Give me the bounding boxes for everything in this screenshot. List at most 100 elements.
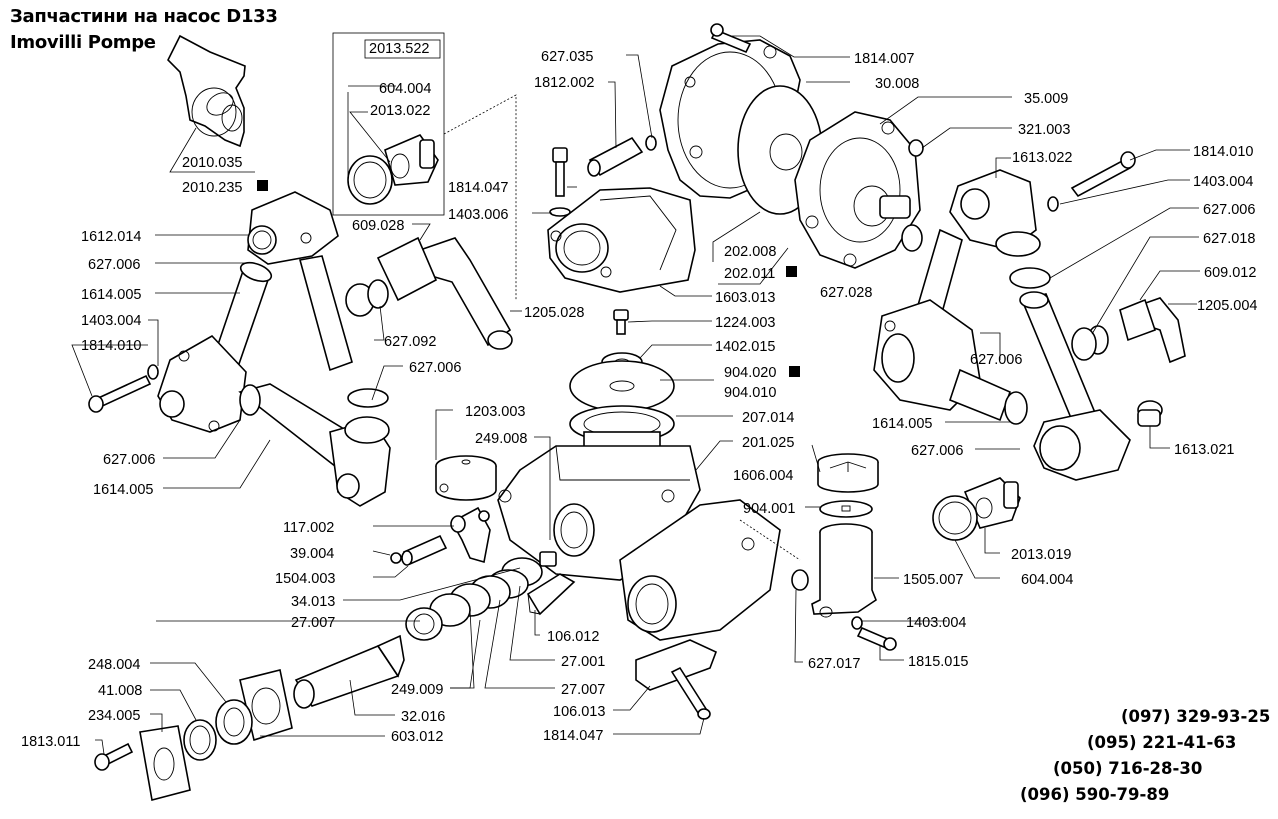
- label-1815-015: 1815.015: [908, 654, 968, 670]
- page-subtitle: Imovilli Pompe: [10, 32, 156, 53]
- phone-number-2: (095) 221-41-63: [1087, 733, 1237, 752]
- label-604-004-a: 604.004: [379, 81, 431, 97]
- part-cover-202-008: [794, 111, 923, 269]
- part-gasket-2010-035: [167, 34, 246, 148]
- part-flange-234-005: [139, 725, 191, 801]
- label-1614-005-c: 1614.005: [93, 482, 153, 498]
- part-bolt-1815-015: [856, 626, 897, 651]
- label-627-092: 627.092: [384, 334, 436, 350]
- label-1606-004: 1606.004: [733, 468, 793, 484]
- label-1813-011: 1813.011: [21, 734, 80, 750]
- label-35-009: 35.009: [1024, 91, 1068, 107]
- label-609-012: 609.012: [1204, 265, 1256, 281]
- part-manifold-1613-022: [949, 169, 1041, 257]
- label-2013-022: 2013.022: [370, 103, 430, 119]
- label-32-016: 32.016: [401, 709, 445, 725]
- label-2010-235: 2010.235: [182, 180, 242, 196]
- part-clip: [478, 510, 490, 522]
- label-627-035: 627.035: [541, 49, 593, 65]
- label-1613-022: 1613.022: [1012, 150, 1072, 166]
- label-2013-019: 2013.019: [1011, 547, 1071, 563]
- label-207-014: 207.014: [742, 410, 794, 426]
- part-crankcase: [619, 499, 781, 641]
- page-title: Запчастини на насос D133: [10, 6, 278, 27]
- label-30-008: 30.008: [875, 76, 919, 92]
- label-1203-003: 1203.003: [465, 404, 525, 420]
- black-square-icon: [257, 180, 268, 191]
- label-1224-003: 1224.003: [715, 315, 775, 331]
- label-627-018: 627.018: [1203, 231, 1255, 247]
- label-609-028: 609.028: [352, 218, 404, 234]
- black-square-icon: [789, 366, 800, 377]
- part-elbow-1205-004: [1071, 297, 1186, 364]
- part-seat-604-004: [932, 495, 978, 541]
- label-1614-005-a: 1614.005: [81, 287, 141, 303]
- label-39-004: 39.004: [290, 546, 334, 562]
- part-washer-1403-004-left: [147, 364, 159, 380]
- label-27-001: 27.001: [561, 654, 605, 670]
- part-filter-body-1505-007: [811, 523, 877, 618]
- part-labels: 2010.035 2010.235 2013.522 604.004 2013.…: [21, 41, 1257, 750]
- label-1612-014: 1612.014: [81, 229, 141, 245]
- part-filter-cap-1606-004: [817, 453, 879, 493]
- label-201-025: 201.025: [742, 435, 794, 451]
- label-1614-005-b: 1614.005: [872, 416, 932, 432]
- label-106-013: 106.013: [553, 704, 605, 720]
- label-904-020: 904.020: [724, 365, 776, 381]
- label-1504-003: 1504.003: [275, 571, 335, 587]
- label-1403-004-a: 1403.004: [1193, 174, 1253, 190]
- label-603-012: 603.012: [391, 729, 443, 745]
- label-1403-004-b: 1403.004: [81, 313, 141, 329]
- label-202-011: 202.011: [724, 266, 775, 282]
- label-627-017: 627.017: [808, 656, 860, 672]
- part-shaft-32-016: [293, 634, 405, 709]
- part-plug-1613-021: [1137, 400, 1163, 427]
- label-106-012: 106.012: [547, 629, 599, 645]
- part-bolt-1814-010-left: [88, 374, 152, 413]
- label-904-010: 904.010: [724, 385, 776, 401]
- part-outlet-body-right: [1033, 409, 1131, 481]
- label-1814-047-b: 1814.047: [543, 728, 603, 744]
- part-bracket-106-013: [635, 639, 718, 691]
- part-washer-1403-004-right: [1047, 196, 1059, 212]
- part-valve-housing-1603-013: [547, 187, 696, 293]
- label-1402-015: 1402.015: [715, 339, 775, 355]
- leader-lines: [71, 35, 1200, 755]
- label-2010-035: 2010.035: [182, 155, 242, 171]
- part-elbow-1205-028: [345, 236, 513, 350]
- label-249-008: 249.008: [475, 431, 527, 447]
- label-234-005: 234.005: [88, 708, 140, 724]
- label-1403-006: 1403.006: [448, 207, 508, 223]
- label-27-007-a: 27.007: [291, 615, 335, 631]
- part-bolt-1814-047: [552, 147, 568, 197]
- phone-number-3: (050) 716-28-30: [1053, 759, 1203, 778]
- label-627-006-a: 627.006: [1203, 202, 1255, 218]
- part-washer-1403-006: [549, 207, 571, 217]
- part-bracket-106-012: [526, 573, 576, 616]
- label-627-006-e: 627.006: [911, 443, 963, 459]
- label-1814-007: 1814.007: [854, 51, 914, 67]
- label-1812-002: 1812.002: [534, 75, 594, 91]
- label-627-006-d: 627.006: [970, 352, 1022, 368]
- label-117-002: 117.002: [283, 520, 334, 536]
- part-washer-1403-004-lower: [851, 616, 863, 630]
- label-1613-021: 1613.021: [1174, 442, 1234, 458]
- part-valve-1812-002: [587, 136, 644, 177]
- label-249-009: 249.009: [391, 682, 443, 698]
- label-41-008: 41.008: [98, 683, 142, 699]
- label-627-006-c: 627.006: [409, 360, 461, 376]
- part-pin-1504-003: [401, 534, 448, 566]
- label-1205-028: 1205.028: [524, 305, 584, 321]
- label-604-004-b: 604.004: [1021, 572, 1073, 588]
- label-627-006-f: 627.006: [103, 452, 155, 468]
- part-bearing-rings: [405, 551, 557, 641]
- label-kit-2013-522: 2013.522: [369, 41, 429, 57]
- part-drawings: [88, 23, 1186, 801]
- part-manifold-1612-014: [247, 191, 339, 265]
- part-bolt-1813-011: [94, 742, 134, 771]
- phone-number-4: (096) 590-79-89: [1020, 785, 1170, 804]
- label-1403-004-c: 1403.004: [906, 615, 966, 631]
- part-tee-body-left: [157, 334, 247, 433]
- part-seal-41-008: [183, 719, 217, 761]
- label-27-007-b: 27.007: [561, 682, 605, 698]
